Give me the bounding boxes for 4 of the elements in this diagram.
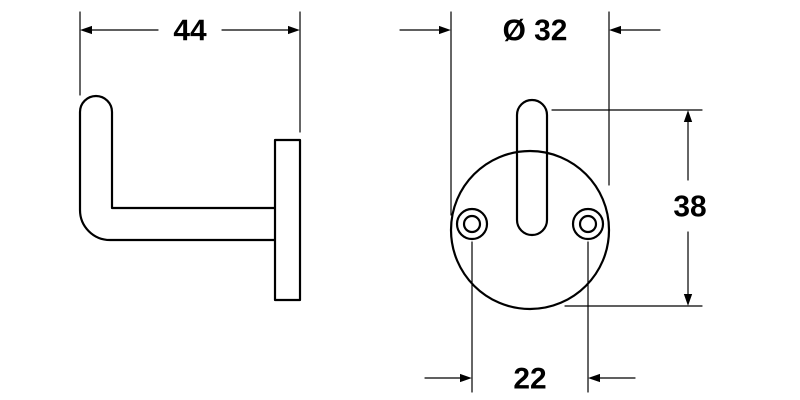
dimension-text: Ø 32 [504,18,566,42]
dimension-text: 22 [514,368,546,388]
dimension-text: 38 [674,195,706,217]
dimension-text: 44 [174,20,206,40]
